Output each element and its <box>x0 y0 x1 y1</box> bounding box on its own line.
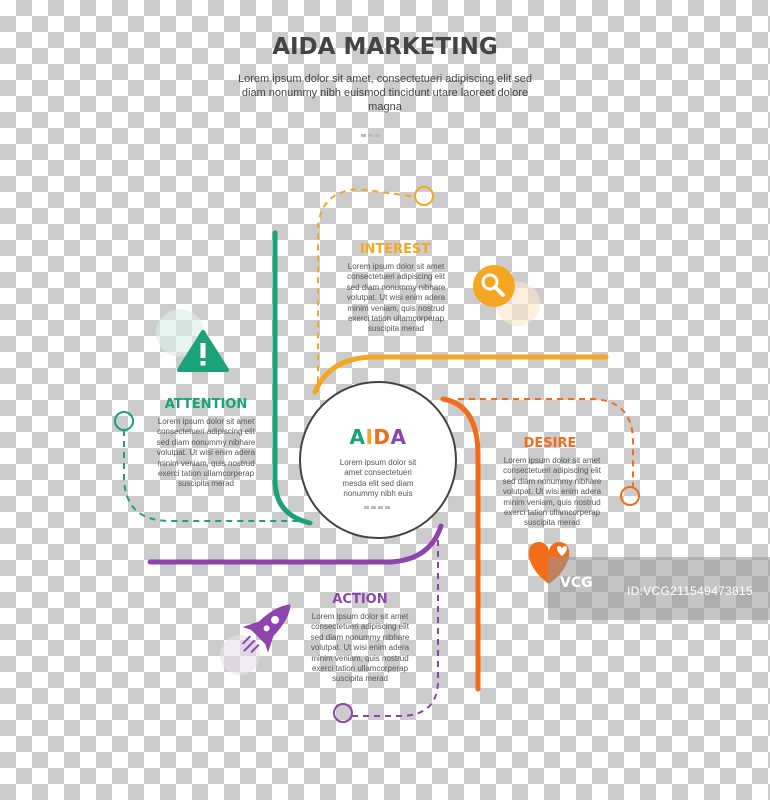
attention-heading: ATTENTION <box>164 397 248 412</box>
page-title: AIDA MARKETING <box>272 34 498 60</box>
decorative-dots <box>361 124 401 137</box>
center-ring <box>299 381 457 539</box>
interest-connector <box>312 186 609 395</box>
center-letter: A <box>390 425 407 449</box>
desire-text: Lorem ipsum dolor sit amet consectetueri… <box>502 456 602 528</box>
interest-text: Lorem ipsum dolor sit amet consectetueri… <box>346 262 446 334</box>
desire-heading: DESIRE <box>523 436 577 451</box>
center-letter: I <box>365 425 374 449</box>
warning-icon <box>177 330 229 372</box>
action-heading: ACTION <box>332 592 388 607</box>
watermark-id: ID:VCG211549473815 <box>627 584 753 598</box>
interest-heading: INTEREST <box>359 242 431 257</box>
search-icon <box>473 265 515 307</box>
page-subtitle: Lorem ipsum dolor sit amet, consectetuer… <box>237 73 533 113</box>
center-dots <box>364 506 390 509</box>
watermark-band <box>548 557 770 620</box>
center-letter: D <box>373 425 391 449</box>
center-letter: A <box>349 425 366 449</box>
attention-connector <box>114 230 313 526</box>
attention-text: Lorem ipsum dolor sit amet consectetueri… <box>156 417 256 489</box>
watermark-logo: VCG <box>560 575 593 591</box>
center-title: AIDA <box>318 425 438 449</box>
center-text: Lorem ipsum dolor sit amet consectetueri… <box>339 458 417 499</box>
desire-connector <box>440 396 640 692</box>
action-connector <box>147 523 444 723</box>
rocket-icon <box>241 604 291 654</box>
action-text: Lorem ipsum dolor sit amet consectetueri… <box>310 612 410 684</box>
